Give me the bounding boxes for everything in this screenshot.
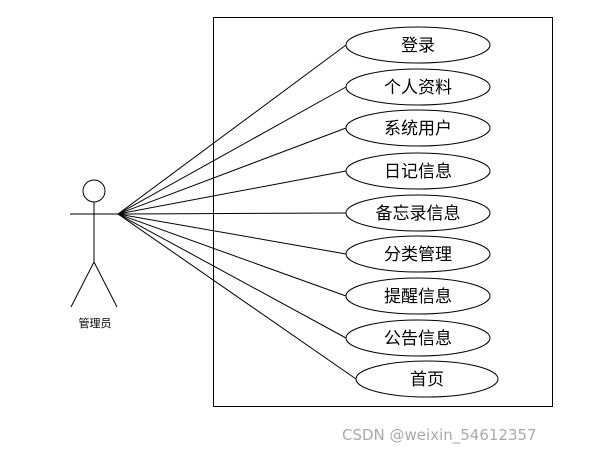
- use-case-home: [355, 360, 499, 398]
- actor-label: 管理员: [79, 316, 112, 330]
- association-line: [117, 86, 347, 215]
- associations: [117, 44, 357, 380]
- use-case-label: 个人资料: [384, 78, 452, 98]
- use-case-label: 登录: [401, 36, 435, 56]
- use-case-login: [345, 26, 491, 64]
- use-case-reminder: [345, 277, 491, 315]
- association-line: [117, 44, 347, 215]
- use-case-diary: [345, 152, 491, 190]
- association-line: [117, 213, 347, 255]
- use-case-label: 首页: [410, 370, 444, 390]
- system-boundary: [213, 17, 553, 407]
- association-line: [117, 213, 347, 297]
- association-line: [117, 212, 347, 215]
- use-case-label: 分类管理: [384, 245, 452, 265]
- actor-figure: [70, 179, 118, 308]
- watermark: CSDN @weixin_54612357: [342, 426, 537, 444]
- association-line: [117, 127, 347, 215]
- actor-right-leg: [93, 261, 118, 308]
- use-case-label: 提醒信息: [384, 287, 452, 307]
- use-case-category: [345, 235, 491, 273]
- use-case-label: 备忘录信息: [376, 204, 461, 224]
- use-case-memo: [345, 194, 491, 232]
- association-line: [117, 213, 347, 339]
- association-line: [117, 170, 347, 215]
- actor-head: [82, 179, 106, 203]
- use-case-system-users: [345, 109, 491, 147]
- use-case-profile: [345, 68, 491, 106]
- use-case-label: 日记信息: [384, 162, 452, 182]
- use-case-notice: [345, 319, 491, 357]
- actor-left-leg: [70, 261, 95, 308]
- use-case-label: 公告信息: [384, 329, 452, 349]
- association-line: [117, 213, 357, 380]
- use-case-label: 系统用户: [384, 119, 452, 139]
